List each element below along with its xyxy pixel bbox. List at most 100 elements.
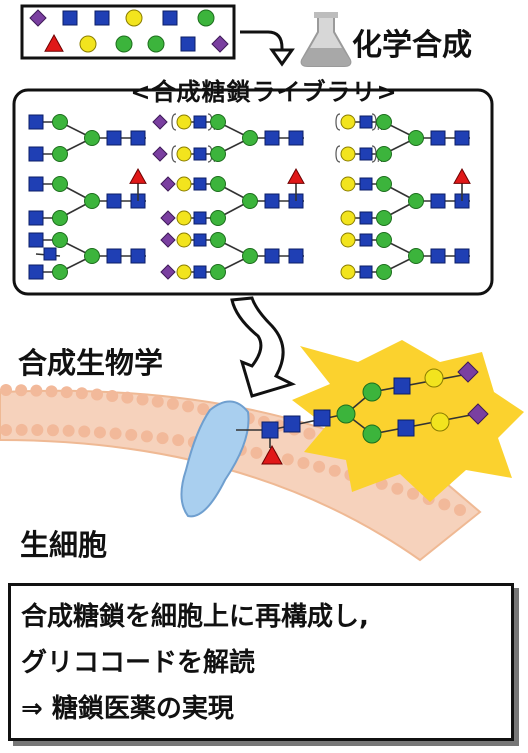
glcnac-square bbox=[62, 10, 78, 26]
glcnac-square bbox=[397, 419, 415, 437]
chemical-synthesis-label: 化学合成 bbox=[352, 28, 472, 63]
glcnac-square bbox=[106, 248, 122, 264]
repeat-bracket-open bbox=[335, 145, 341, 163]
mannose-circle bbox=[242, 193, 258, 209]
glcnac-square bbox=[94, 10, 110, 26]
lipid-head bbox=[30, 384, 43, 397]
conclusion-line-2: グリココードを解読 bbox=[21, 648, 256, 678]
mannose-circle bbox=[242, 248, 258, 264]
glcnac-square bbox=[359, 265, 373, 279]
glcnac-square bbox=[193, 233, 207, 247]
galactose-circle bbox=[176, 210, 192, 226]
mannose-circle bbox=[376, 146, 392, 162]
lipid-head bbox=[454, 504, 466, 516]
glcnac-square bbox=[359, 147, 373, 161]
glcnac-square bbox=[454, 130, 470, 146]
chem-arrow bbox=[240, 30, 295, 67]
lipid-head bbox=[0, 424, 12, 436]
monosaccharide-symbols bbox=[29, 9, 229, 53]
galactose-circle bbox=[340, 210, 356, 226]
glcnac-square bbox=[28, 146, 44, 162]
glcnac-square bbox=[430, 248, 446, 264]
lipid-head bbox=[151, 395, 164, 408]
repeat-bracket-open bbox=[335, 113, 341, 131]
glcnac-square bbox=[130, 130, 146, 146]
lipid-head bbox=[78, 425, 91, 438]
lipid-head bbox=[136, 393, 149, 406]
glcnac-square bbox=[283, 415, 301, 433]
glcnac-square bbox=[264, 130, 280, 146]
galactose-circle bbox=[176, 232, 192, 248]
galactose-circle bbox=[340, 146, 356, 162]
lipid-head bbox=[45, 385, 58, 398]
conclusion-line-1: 合成糖鎖を細胞上に再構成し, bbox=[21, 602, 369, 632]
fucose-triangle bbox=[453, 167, 471, 184]
mannose-circle bbox=[408, 130, 424, 146]
glcnac-square bbox=[28, 232, 44, 248]
glcnac-square bbox=[43, 247, 57, 261]
mannose-circle bbox=[376, 176, 392, 192]
sialic-acid-diamond bbox=[457, 361, 479, 383]
lipid-head bbox=[328, 464, 341, 477]
galactose-circle bbox=[176, 176, 192, 192]
sialic-acid-diamond bbox=[160, 264, 176, 280]
lipid-head bbox=[407, 487, 420, 500]
mannose-circle bbox=[52, 176, 68, 192]
mannose-circle bbox=[210, 264, 226, 280]
glcnac-square bbox=[106, 193, 122, 209]
fucose-triangle bbox=[261, 444, 283, 465]
lipid-head bbox=[109, 427, 122, 440]
repeat-bracket-open bbox=[171, 145, 177, 163]
mannose-circle bbox=[147, 35, 165, 53]
galactose-circle bbox=[430, 412, 450, 432]
synbio-arrow bbox=[230, 296, 297, 398]
fucose-triangle bbox=[129, 167, 147, 184]
sialic-acid-diamond bbox=[467, 403, 489, 425]
lipid-head bbox=[197, 403, 210, 416]
glcnac-square bbox=[193, 147, 207, 161]
glycosidic-bond bbox=[371, 373, 469, 393]
mannose-circle bbox=[362, 382, 382, 402]
glcnac-square bbox=[28, 176, 44, 192]
galactose-circle bbox=[125, 9, 143, 27]
glcnac-square bbox=[28, 114, 44, 130]
lipid-head bbox=[250, 446, 263, 459]
fucose-triangle bbox=[287, 167, 305, 184]
flask-icon bbox=[300, 12, 352, 67]
mannose-circle bbox=[210, 210, 226, 226]
mannose-circle bbox=[376, 232, 392, 248]
fucose-triangle bbox=[44, 33, 64, 52]
mannose-circle bbox=[84, 248, 100, 264]
galactose-circle bbox=[176, 264, 192, 280]
mannose-circle bbox=[115, 35, 133, 53]
mannose-circle bbox=[210, 232, 226, 248]
lipid-head bbox=[166, 397, 179, 410]
glcnac-square bbox=[359, 177, 373, 191]
lipid-head bbox=[391, 482, 404, 495]
galactose-circle bbox=[340, 114, 356, 130]
lipid-head bbox=[75, 387, 88, 400]
glcnac-square bbox=[193, 265, 207, 279]
mannose-circle bbox=[336, 404, 356, 424]
lipid-head bbox=[182, 400, 195, 413]
mannose-circle bbox=[408, 248, 424, 264]
lipid-head bbox=[31, 423, 44, 436]
galactose-circle bbox=[79, 35, 97, 53]
galactose-circle bbox=[340, 232, 356, 248]
mannose-circle bbox=[376, 210, 392, 226]
lipid-head bbox=[438, 498, 451, 511]
glcnac-square bbox=[359, 211, 373, 225]
mannose-circle bbox=[52, 114, 68, 130]
glcnac-square bbox=[28, 210, 44, 226]
glcnac-square bbox=[430, 193, 446, 209]
glcnac-square bbox=[106, 130, 122, 146]
mannose-circle bbox=[210, 114, 226, 130]
lipid-head bbox=[121, 391, 134, 404]
glcnac-square bbox=[288, 248, 304, 264]
mannose-circle bbox=[52, 264, 68, 280]
living-cell-label: 生細胞 bbox=[20, 528, 108, 562]
glcnac-square bbox=[193, 211, 207, 225]
glcnac-square bbox=[359, 115, 373, 129]
sialic-acid-diamond bbox=[29, 9, 47, 27]
glcnac-square bbox=[288, 130, 304, 146]
